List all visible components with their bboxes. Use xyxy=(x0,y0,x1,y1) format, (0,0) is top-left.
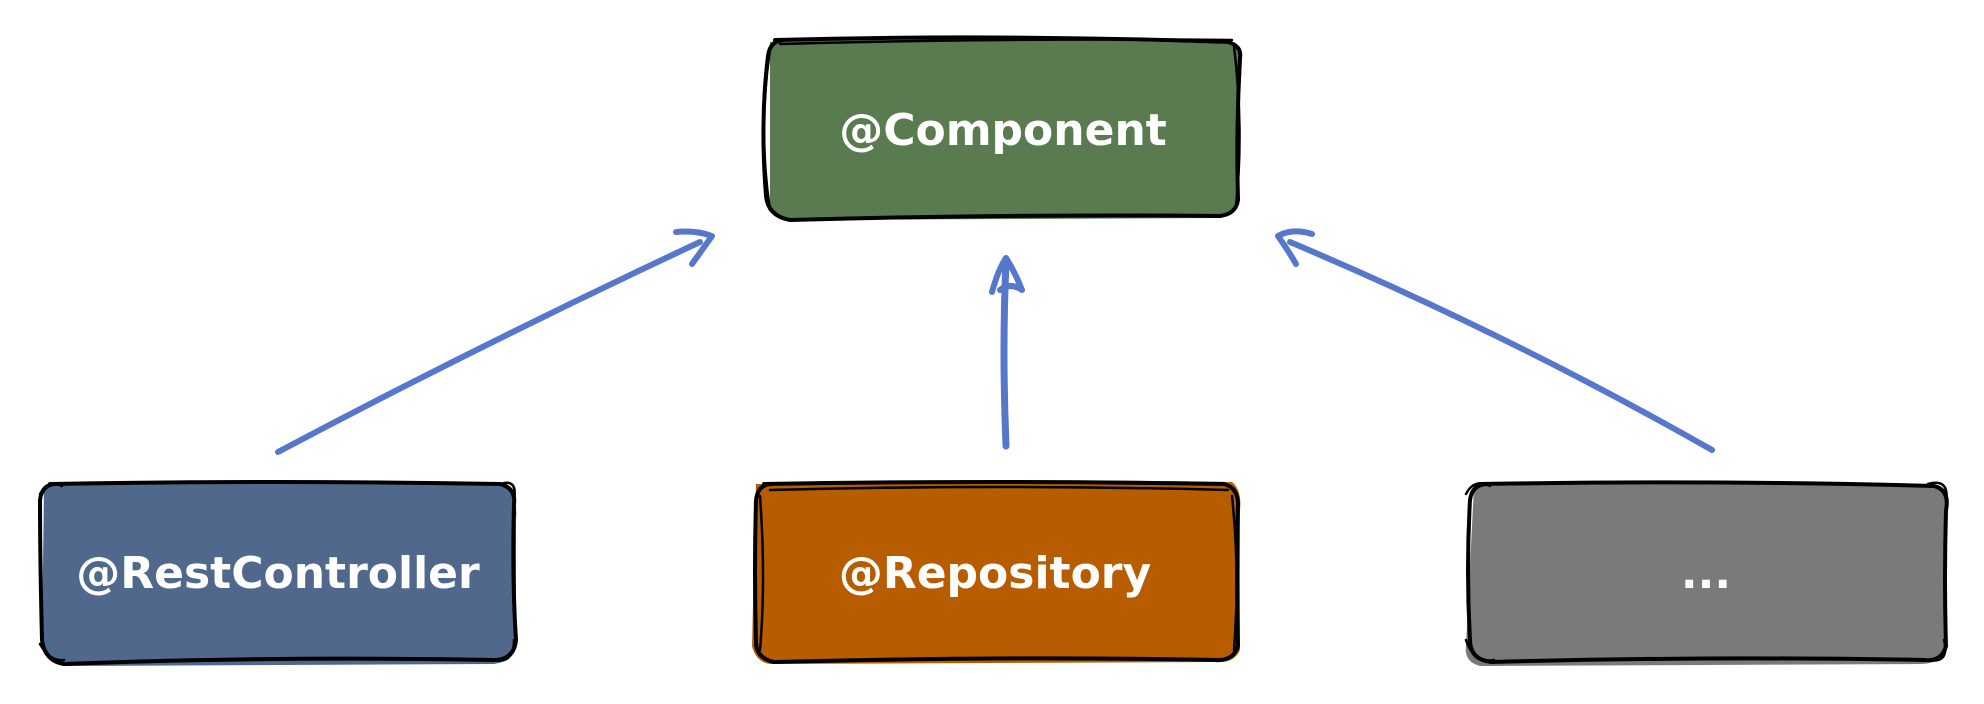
node-component-box xyxy=(770,39,1242,220)
node-component-label: @Component xyxy=(839,105,1167,156)
edge-repository-to-component xyxy=(989,255,1025,450)
node-repository-sketch xyxy=(758,485,1238,652)
node-component[interactable]: @Component xyxy=(761,35,1243,223)
node-restcontroller-label: @RestController xyxy=(76,548,480,599)
node-restcontroller-box xyxy=(42,483,517,666)
node-restcontroller[interactable]: @RestController xyxy=(37,480,519,667)
edge-restcontroller-to-component xyxy=(275,228,715,455)
node-restcontroller-sketch xyxy=(38,481,516,662)
node-more-outline xyxy=(1466,480,1949,665)
node-component-sketch xyxy=(762,38,1241,212)
node-repository-label: @Repository xyxy=(839,548,1151,599)
node-repository-box xyxy=(752,480,1241,664)
edge-line xyxy=(275,239,703,455)
arrowhead-icon xyxy=(673,228,715,267)
node-more[interactable]: ... xyxy=(1464,480,1949,666)
edge-line xyxy=(1287,239,1715,453)
node-more-sketch xyxy=(1464,481,1948,662)
node-more-box xyxy=(1465,483,1947,666)
node-repository[interactable]: @Repository xyxy=(752,480,1241,665)
arrowhead-icon xyxy=(1275,228,1315,267)
node-repository-outline xyxy=(753,480,1241,665)
node-more-label: ... xyxy=(1681,548,1731,599)
edge-more-to-component xyxy=(1275,228,1715,453)
edge-line xyxy=(1000,258,1010,450)
arrowhead-icon xyxy=(989,255,1025,295)
